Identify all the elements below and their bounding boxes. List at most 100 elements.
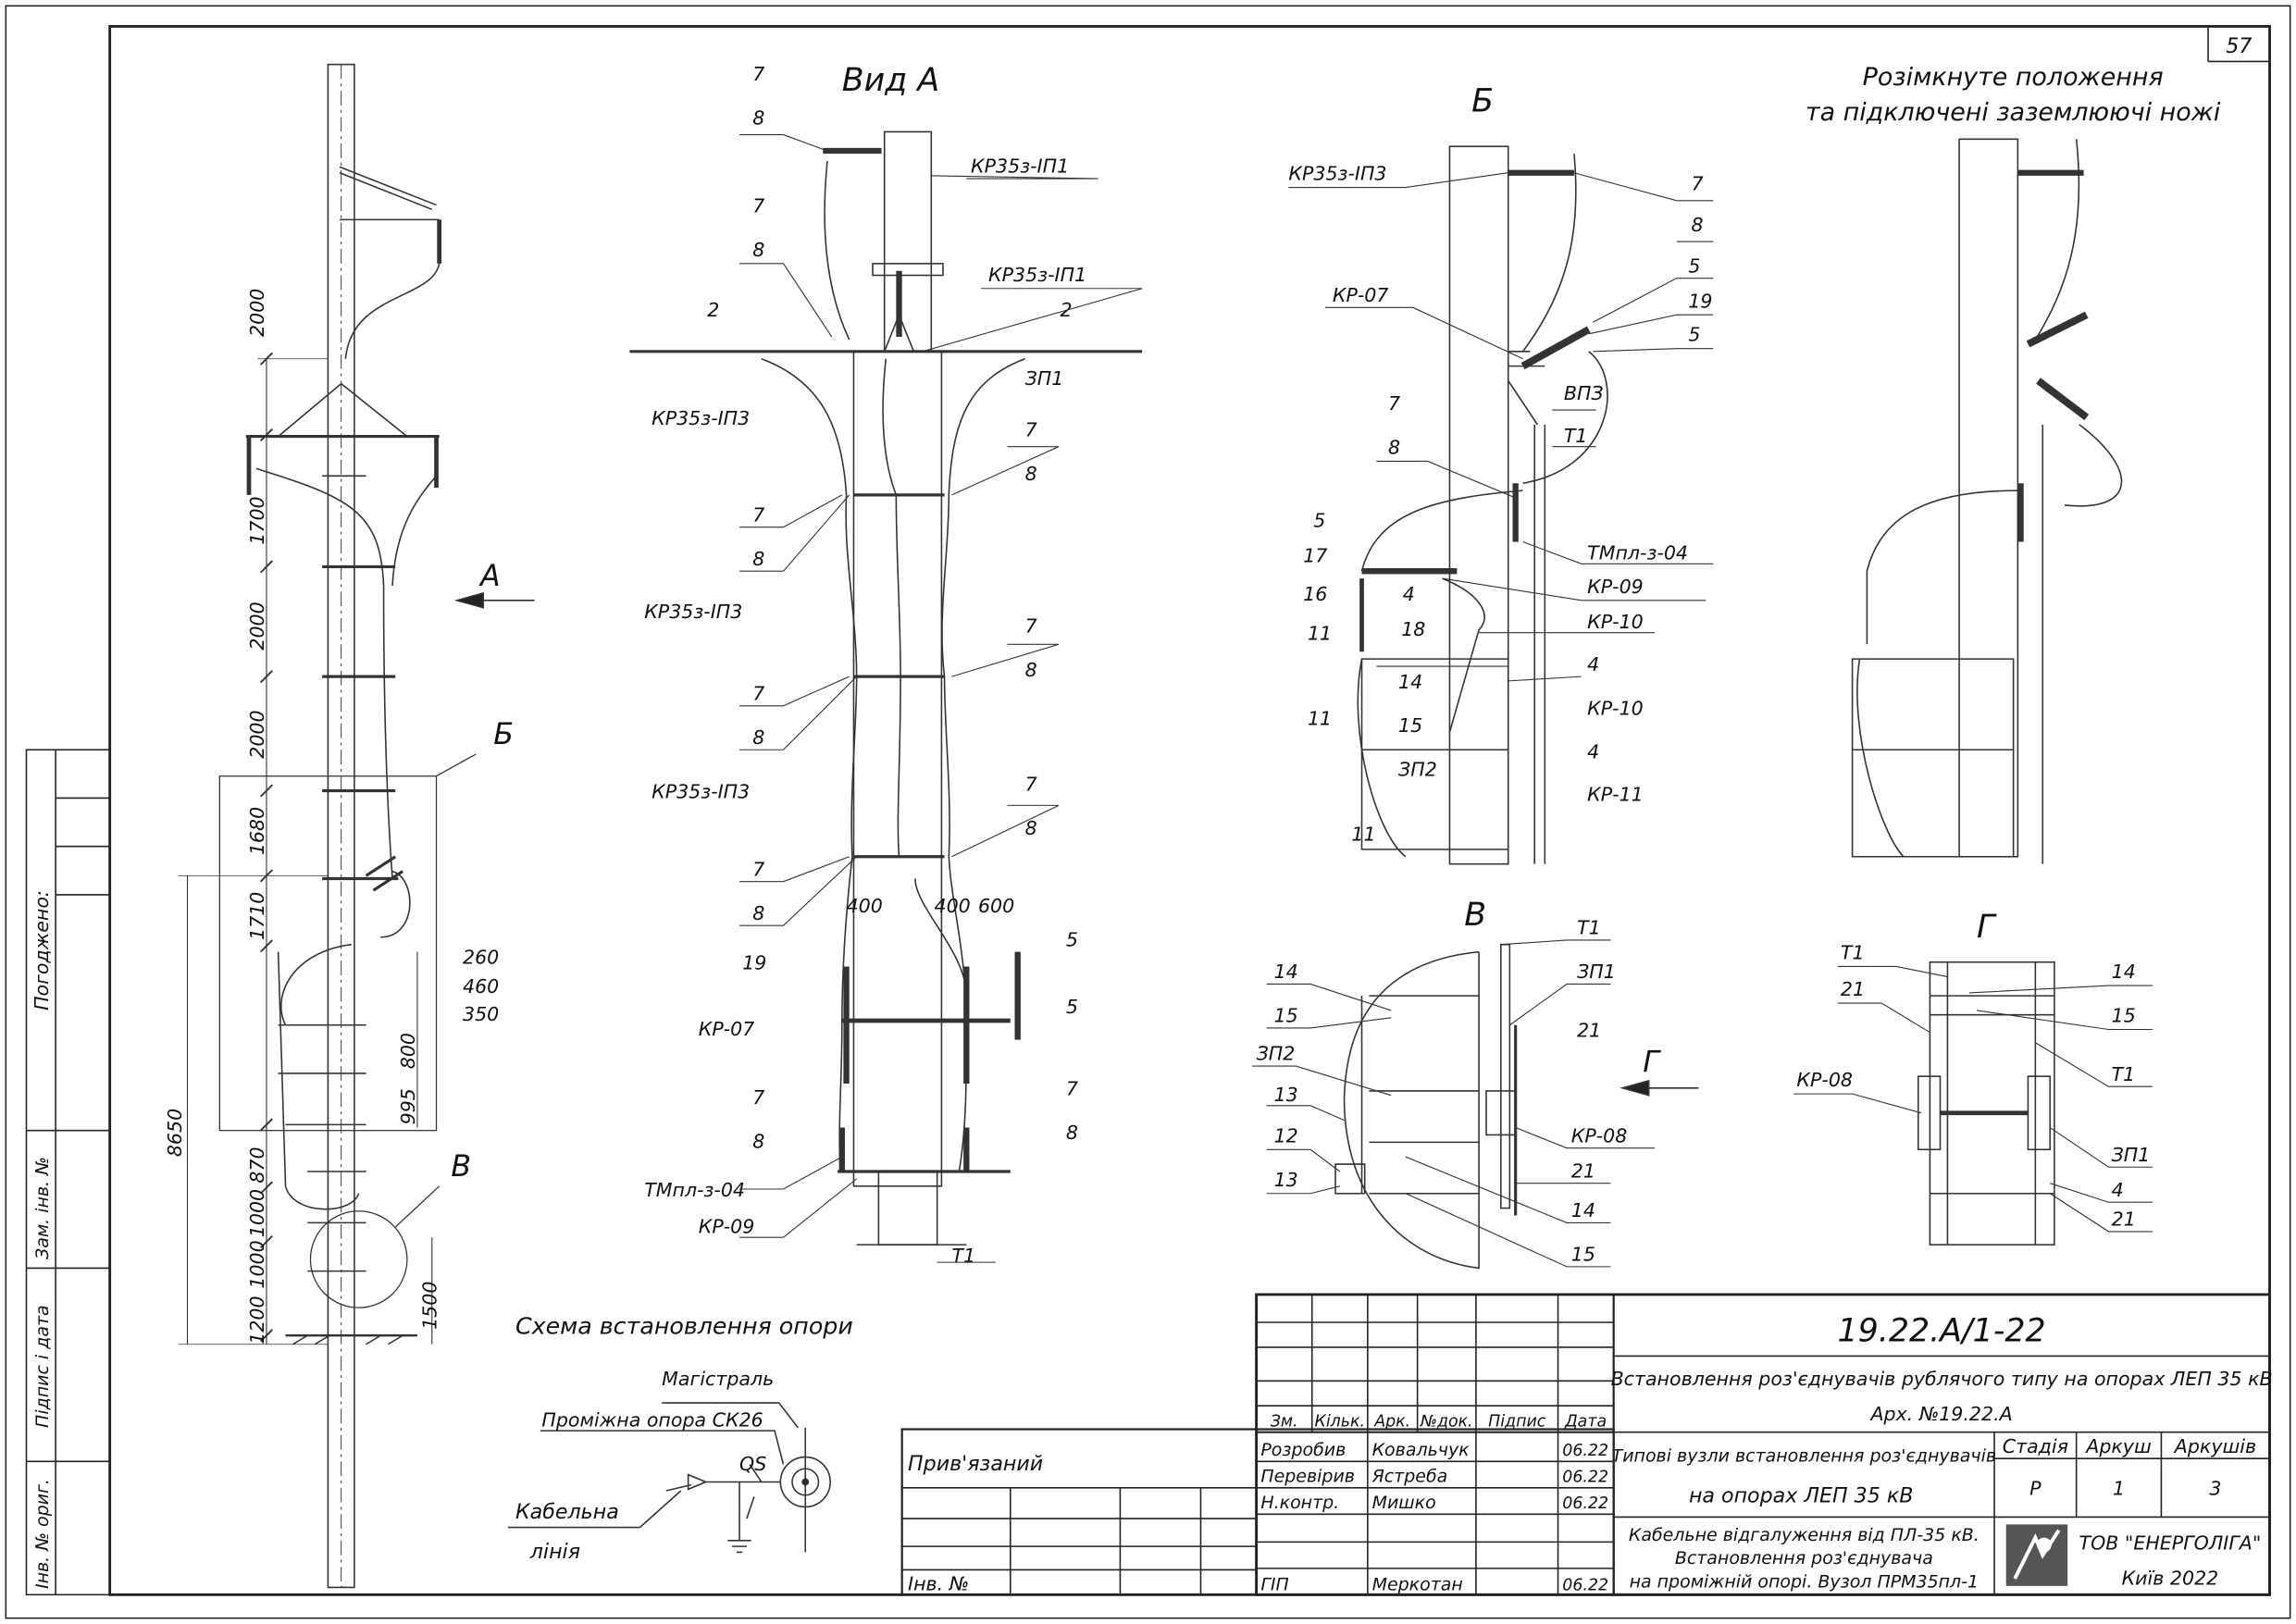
svg-text:7: 7 — [752, 858, 764, 880]
svg-text:2: 2 — [707, 299, 719, 321]
svg-text:13: 13 — [1274, 1169, 1298, 1191]
svg-text:06.22: 06.22 — [1562, 1494, 1608, 1513]
svg-text:КР35з-ІП3: КР35з-ІП3 — [652, 780, 750, 802]
svg-text:5: 5 — [1066, 996, 1078, 1018]
svg-text:5: 5 — [1688, 254, 1700, 277]
subtitle-2: на опорах ЛЕП 35 кВ — [1689, 1484, 1913, 1508]
view-v-title: В — [1464, 897, 1486, 934]
svg-text:КР-07: КР-07 — [1333, 284, 1389, 306]
svg-text:Перевірив: Перевірив — [1260, 1466, 1355, 1486]
svg-text:Т1: Т1 — [951, 1245, 975, 1267]
view-v-drawing — [1334, 943, 1699, 1270]
svg-text:ТМпл-з-04: ТМпл-з-04 — [1587, 542, 1688, 564]
svg-text:Аркушів: Аркушів — [2173, 1435, 2256, 1457]
svg-text:11: 11 — [1351, 823, 1375, 845]
svg-text:7: 7 — [752, 682, 764, 704]
svg-text:Г: Г — [1643, 1046, 1661, 1079]
svg-text:7: 7 — [1388, 392, 1400, 415]
open-position-title-1: Розімкнуте положення — [1863, 63, 2164, 92]
svg-text:КР35з-ІП3: КР35з-ІП3 — [1288, 163, 1386, 185]
svg-text:7: 7 — [1692, 173, 1704, 195]
svg-text:КР-11: КР-11 — [1587, 784, 1644, 806]
scheme-cable-line-1: Кабельна — [515, 1500, 619, 1524]
svg-text:350: 350 — [463, 1003, 499, 1025]
view-v-leaders — [1251, 939, 1655, 1268]
open-position-drawing — [1851, 138, 2123, 864]
svg-text:7: 7 — [752, 503, 764, 526]
arrow-a-label: А — [478, 560, 501, 593]
svg-text:Т1: Т1 — [1841, 942, 1865, 964]
approval-strip — [25, 749, 111, 1596]
svg-text:КР35з-ІП1: КР35з-ІП1 — [988, 264, 1086, 286]
svg-text:8: 8 — [752, 726, 764, 749]
callout-v-label: В — [451, 1150, 471, 1184]
svg-text:Н.контр.: Н.контр. — [1260, 1493, 1339, 1513]
svg-text:8: 8 — [1388, 437, 1400, 459]
svg-text:21: 21 — [1841, 978, 1865, 1000]
svg-text:1500: 1500 — [419, 1282, 441, 1330]
scheme-intermediate-pole: Проміжна опора СК26 — [541, 1408, 763, 1431]
company-city: Київ 2022 — [2122, 1567, 2219, 1589]
svg-text:800: 800 — [397, 1033, 419, 1069]
svg-text:06.22: 06.22 — [1562, 1442, 1608, 1460]
svg-text:на проміжній опорі. Вузол ПРМ3: на проміжній опорі. Вузол ПРМ35пл-1 — [1630, 1571, 1979, 1592]
scheme-main-line: Магістраль — [662, 1368, 774, 1390]
svg-text:2000: 2000 — [246, 289, 268, 337]
svg-text:Аркуш: Аркуш — [2084, 1435, 2152, 1457]
svg-text:1000: 1000 — [246, 1240, 268, 1288]
svg-text:7: 7 — [1066, 1078, 1078, 1100]
svg-text:Стадія: Стадія — [2003, 1435, 2068, 1457]
view-v-labels: Т1 14 ЗП1 15 21 ЗП2 13 Г 12 КР-08 13 21 … — [1257, 917, 1662, 1266]
svg-text:Т1: Т1 — [2112, 1063, 2136, 1085]
svg-text:06.22: 06.22 — [1562, 1577, 1608, 1595]
svg-text:КР-10: КР-10 — [1587, 697, 1644, 719]
svg-text:ВПЗ: ВПЗ — [1564, 382, 1604, 404]
svg-text:7: 7 — [1025, 615, 1037, 638]
svg-text:7: 7 — [752, 63, 764, 85]
svg-text:460: 460 — [463, 975, 499, 998]
company-logo-icon — [2005, 1524, 2068, 1586]
doc-code: 19.22.А/1-22 — [1838, 1313, 2046, 1350]
svg-text:1: 1 — [2113, 1478, 2125, 1500]
sign-date-label: Підпис і дата — [32, 1305, 53, 1428]
svg-text:400: 400 — [847, 895, 883, 917]
view-a-drawing — [629, 130, 1143, 1246]
view-g-title: Г — [1977, 909, 1997, 946]
svg-text:№док.: №док. — [1420, 1412, 1473, 1431]
svg-text:Кабельне відгалуження від ПЛ-3: Кабельне відгалуження від ПЛ-35 кВ. — [1629, 1525, 1980, 1545]
sheet-title: Кабельне відгалуження від ПЛ-35 кВ. Вста… — [1629, 1525, 1980, 1593]
svg-text:КР35з-ІП1: КР35з-ІП1 — [971, 155, 1069, 178]
svg-text:5: 5 — [1066, 928, 1078, 950]
svg-text:Розробив: Розробив — [1260, 1440, 1346, 1460]
svg-text:1680: 1680 — [246, 807, 268, 855]
svg-text:КР-10: КР-10 — [1587, 611, 1644, 633]
scheme-drawing — [508, 1402, 831, 1554]
view-a-title: Вид А — [842, 62, 939, 99]
view-b-leaders — [1288, 172, 1714, 750]
subtitle-1: Типові вузли встановлення роз'єднувачів — [1612, 1445, 1996, 1466]
svg-text:Ковальчук: Ковальчук — [1372, 1440, 1471, 1460]
svg-text:600: 600 — [978, 895, 1014, 917]
svg-text:15: 15 — [1398, 714, 1422, 737]
svg-text:Меркотан: Меркотан — [1372, 1575, 1463, 1595]
view-g-drawing — [1917, 961, 2055, 1246]
arch-no: Арх. №19.22.А — [1868, 1403, 2012, 1425]
view-g-leaders — [1793, 965, 2153, 1233]
svg-text:4: 4 — [1403, 583, 1415, 605]
svg-text:15: 15 — [1274, 1005, 1298, 1027]
title-header-cols: Зм. Кільк. Арк. №док. Підпис Дата — [1271, 1412, 1607, 1431]
svg-text:400: 400 — [934, 895, 970, 917]
svg-text:КР-09: КР-09 — [1587, 576, 1644, 598]
svg-text:11: 11 — [1308, 707, 1332, 729]
svg-text:КР-08: КР-08 — [1796, 1069, 1853, 1091]
svg-text:Арк.: Арк. — [1373, 1412, 1410, 1431]
svg-text:ГІП: ГІП — [1260, 1575, 1288, 1595]
title-people: Розробив Ковальчук 06.22 Перевірив Ястре… — [1260, 1440, 1608, 1595]
svg-text:КР-08: КР-08 — [1571, 1124, 1628, 1147]
svg-text:Кільк.: Кільк. — [1314, 1412, 1365, 1431]
svg-text:8: 8 — [1692, 214, 1704, 236]
svg-text:8: 8 — [752, 1131, 764, 1153]
svg-text:2000: 2000 — [246, 710, 268, 758]
outer-frame — [5, 5, 2291, 1619]
svg-text:17: 17 — [1303, 545, 1327, 567]
